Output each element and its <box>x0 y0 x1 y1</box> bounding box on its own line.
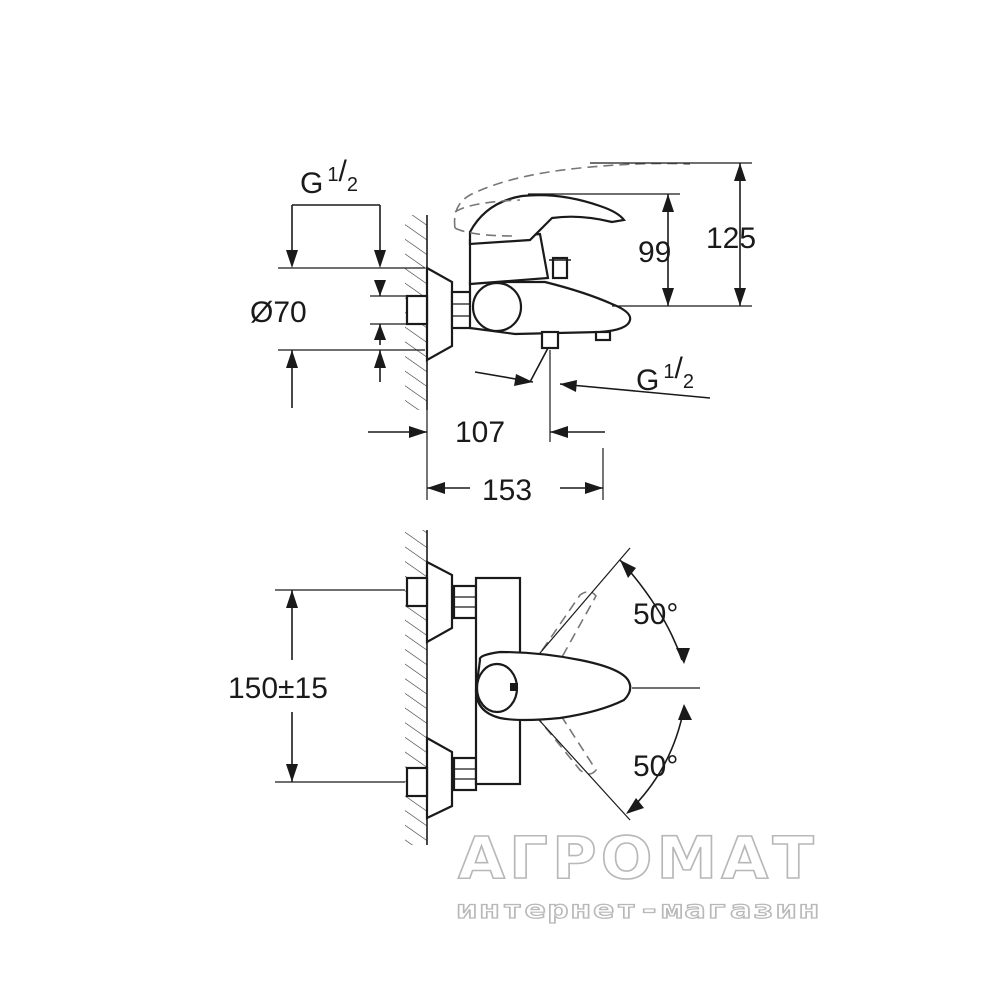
height-125-label: 125 <box>706 222 756 255</box>
dimension-heights: 99 125 <box>528 162 756 307</box>
connector-top <box>405 560 478 644</box>
angle-down-label: 50° <box>633 750 678 783</box>
length-107-label: 107 <box>455 416 505 449</box>
height-99-label: 99 <box>638 236 671 269</box>
watermark-logo: АГРОМАТ интернет-магазин <box>455 823 821 924</box>
front-view: 50° 50° 150±15 <box>228 530 700 845</box>
angle-arcs: 50° 50° <box>619 559 700 814</box>
faucet-side <box>405 194 632 362</box>
length-153-label: 153 <box>482 474 532 507</box>
dimension-153: 153 <box>426 410 604 507</box>
connector-bottom <box>405 736 478 820</box>
angle-up-label: 50° <box>633 598 678 631</box>
lever-front <box>474 650 632 722</box>
centers-label: 150±15 <box>228 672 328 705</box>
dimension-107: 107 <box>368 350 605 449</box>
diameter-label: Ø70 <box>250 296 307 329</box>
dimension-diameter-70: Ø70 <box>250 280 425 408</box>
svg-text:интернет-магазин: интернет-магазин <box>456 895 821 924</box>
lever-swing-outline <box>453 162 691 237</box>
dimension-centers: 150±15 <box>228 589 405 783</box>
svg-text:АГРОМАТ: АГРОМАТ <box>458 824 818 892</box>
